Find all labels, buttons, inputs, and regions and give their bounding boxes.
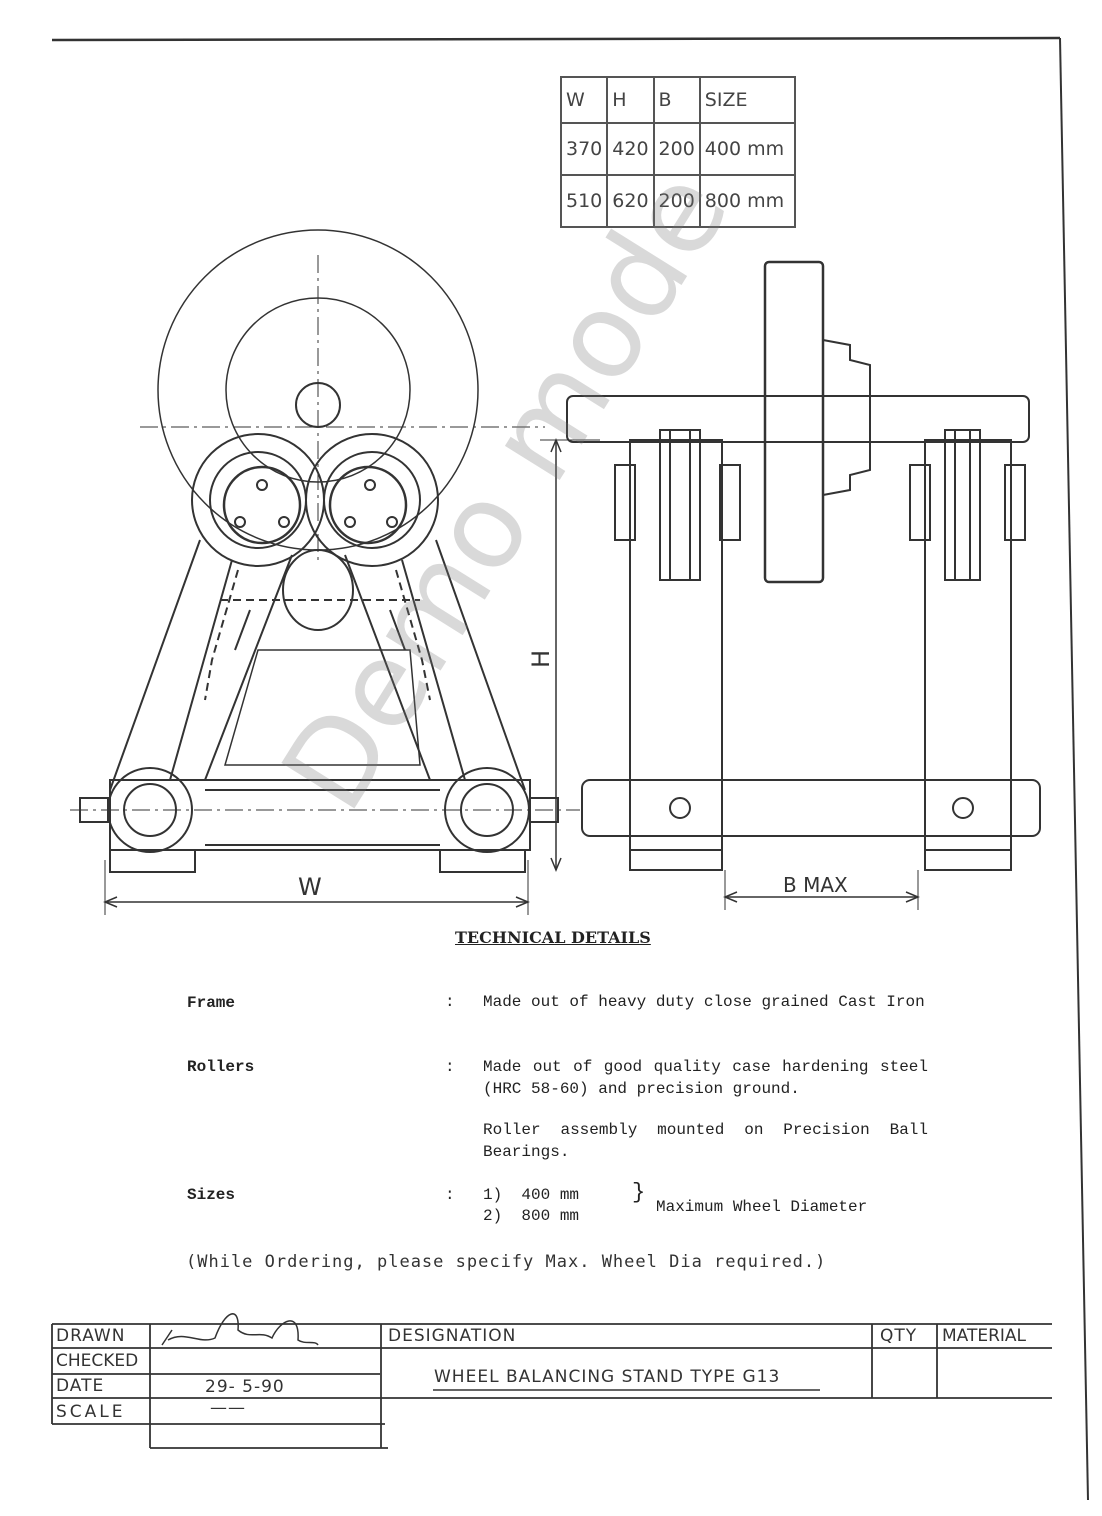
date-value: 29- 5-90 (205, 1377, 285, 1397)
dimension-label-h: H (527, 649, 556, 669)
cell: 800 mm (698, 174, 796, 228)
title-block-grid (51, 1323, 1052, 1449)
cell: 200 (652, 174, 701, 228)
frame-sep: : (445, 993, 455, 1011)
size-item-1: 1) 400 mm (483, 1186, 580, 1204)
rollers-text: Made out of good quality case hardening … (483, 1058, 928, 1098)
scale-label: SCALE (56, 1402, 126, 1422)
drawn-signature (161, 1313, 319, 1346)
brace: } (632, 1180, 646, 1205)
front-view (70, 229, 580, 873)
side-view (566, 260, 1041, 871)
date-label: DATE (56, 1376, 105, 1396)
designation-label: DESIGNATION (388, 1326, 517, 1346)
sizes-sep: : (445, 1186, 455, 1204)
header-b: B (652, 76, 701, 124)
page-border (51, 36, 1089, 1501)
table-row: 510 620 200 800 mm (559, 174, 796, 228)
frame-label: Frame (187, 994, 236, 1012)
rollers-label: Rollers (187, 1058, 255, 1076)
cell: 200 (652, 122, 701, 176)
table-row: 370 420 200 400 mm (559, 122, 796, 176)
frame-text: Made out of heavy duty close grained Cas… (483, 993, 925, 1011)
drawn-label: DRAWN (56, 1326, 126, 1346)
scale-value: —— (210, 1398, 246, 1418)
header-h: H (606, 76, 655, 124)
sizes-note: Maximum Wheel Diameter (656, 1198, 868, 1216)
technical-details-title: TECHNICAL DETAILS (455, 928, 651, 947)
dimension-label-w: W (298, 873, 322, 901)
cell: 400 mm (698, 122, 796, 176)
rollers-sep: : (445, 1058, 455, 1076)
size-item-2: 2) 800 mm (483, 1207, 580, 1225)
ordering-note: (While Ordering, please specify Max. Whe… (186, 1252, 827, 1272)
cell: 420 (606, 122, 655, 176)
table-header-row: W H B SIZE (559, 76, 796, 124)
rollers-text-2: Roller assembly mounted on Precision Bal… (483, 1121, 928, 1161)
qty-label: QTY (880, 1326, 918, 1346)
dimension-table: W H B SIZE 370 420 200 400 mm 510 620 20… (559, 76, 796, 228)
header-w: W (559, 76, 609, 124)
dimension-lines (103, 438, 920, 915)
checked-label: CHECKED (56, 1351, 139, 1371)
header-size: SIZE (698, 76, 796, 124)
cell: 620 (606, 174, 655, 228)
cell: 370 (559, 122, 609, 176)
sizes-label: Sizes (187, 1186, 236, 1204)
designation-value: WHEEL BALANCING STAND TYPE G13 (434, 1367, 781, 1387)
cell: 510 (559, 174, 609, 228)
material-label: MATERIAL (942, 1326, 1027, 1346)
dimension-label-bmax: B MAX (783, 873, 848, 897)
